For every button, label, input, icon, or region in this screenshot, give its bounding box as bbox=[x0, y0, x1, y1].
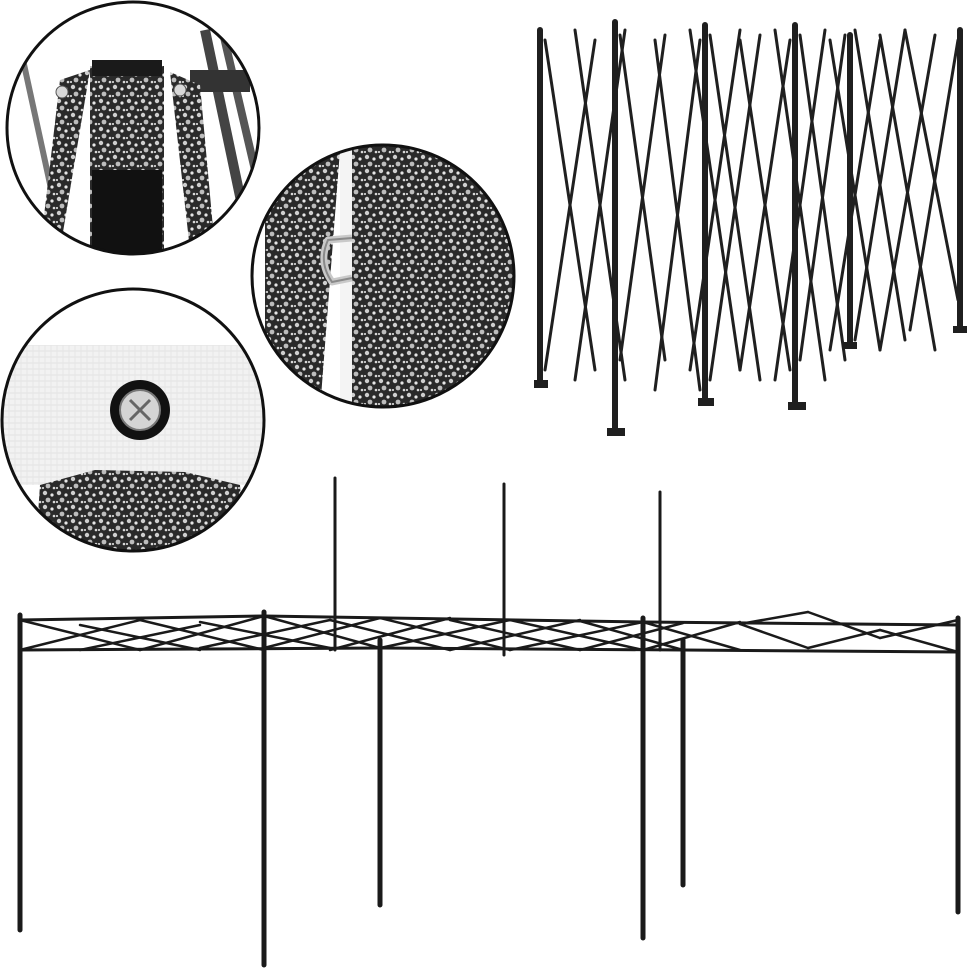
leg-joint-detail bbox=[5, 0, 261, 256]
expanded-frame-view bbox=[17, 476, 961, 968]
d-ring-detail bbox=[250, 143, 516, 409]
screw-fastener-detail bbox=[0, 287, 266, 553]
folded-frame-view bbox=[534, 19, 967, 436]
